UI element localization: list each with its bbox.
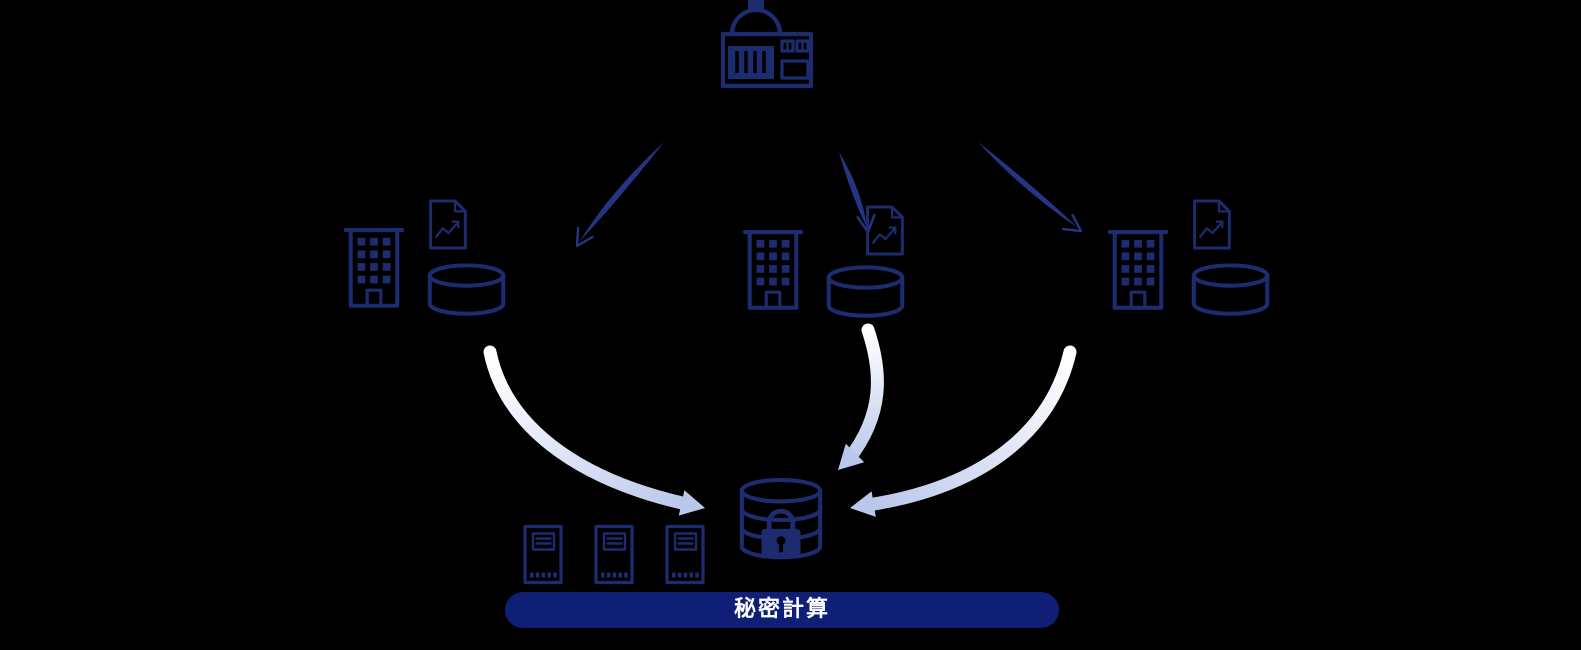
locked-database-icon xyxy=(735,476,827,568)
database-cylinder-icon xyxy=(422,262,511,320)
banner-label: 秘密計算 xyxy=(733,597,830,622)
organization-left xyxy=(342,196,514,324)
arrow-top-to-left-org-icon xyxy=(575,142,664,248)
office-building-icon xyxy=(741,224,805,310)
arrow-center-org-to-secure-db-icon xyxy=(838,323,884,470)
secure-computation-banner: 秘密計算 xyxy=(505,592,1059,628)
chart-document-icon xyxy=(1188,198,1235,251)
government-building-icon xyxy=(716,0,818,90)
office-building-icon xyxy=(342,222,406,308)
chart-document-icon xyxy=(861,204,908,257)
arrow-top-to-right-org-icon xyxy=(978,142,1083,233)
office-building-icon xyxy=(1106,224,1170,310)
organization-center xyxy=(741,198,913,326)
organization-right xyxy=(1106,196,1278,324)
server-icon xyxy=(521,523,565,586)
server-icon xyxy=(663,523,707,586)
server-icon xyxy=(592,523,636,586)
arrow-right-org-to-secure-db-icon xyxy=(850,345,1077,517)
database-cylinder-icon xyxy=(1186,262,1275,320)
chart-document-icon xyxy=(424,198,471,251)
arrow-left-org-to-secure-db-icon xyxy=(483,345,705,516)
database-cylinder-icon xyxy=(821,264,910,322)
server-group xyxy=(521,523,711,587)
